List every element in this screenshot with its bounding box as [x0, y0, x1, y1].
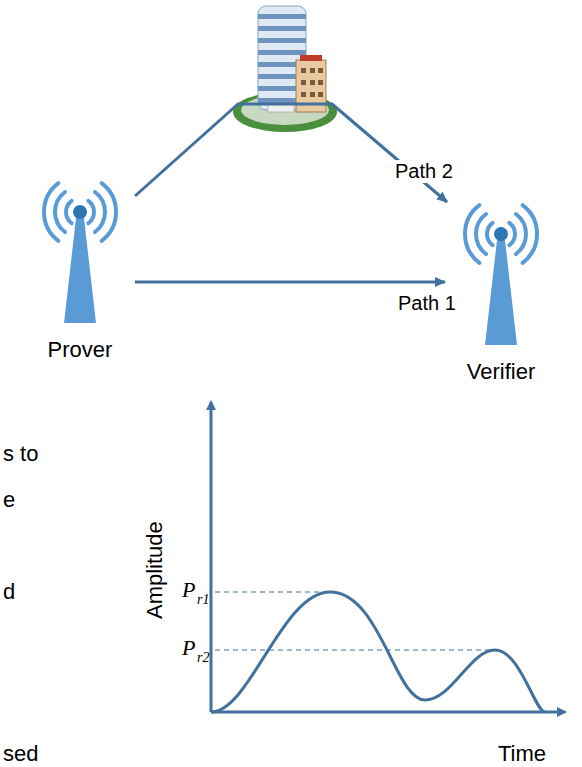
text-fragment: s to	[3, 442, 38, 466]
signal-path	[135, 281, 445, 284]
path-label: Path 1	[396, 292, 458, 315]
power-symbol: P	[182, 578, 195, 602]
antenna-tower-icon	[453, 200, 549, 345]
power-symbol: r2	[197, 650, 209, 665]
station-node: Verifier	[445, 200, 557, 385]
power-symbol: r1	[197, 592, 209, 607]
path-label: Path 2	[393, 160, 455, 183]
station-label: Verifier	[445, 359, 557, 385]
text-fragment: d	[3, 580, 15, 604]
power-symbol: P	[182, 636, 195, 660]
station-node: Prover	[25, 178, 135, 363]
text-fragment: Time	[498, 742, 546, 766]
text-fragment: sed	[3, 742, 38, 766]
antenna-tower-icon	[32, 178, 128, 323]
station-label: Prover	[25, 337, 135, 363]
text-fragment: e	[3, 488, 15, 512]
signal-path	[135, 104, 447, 202]
axis-title: Amplitude	[143, 521, 167, 619]
